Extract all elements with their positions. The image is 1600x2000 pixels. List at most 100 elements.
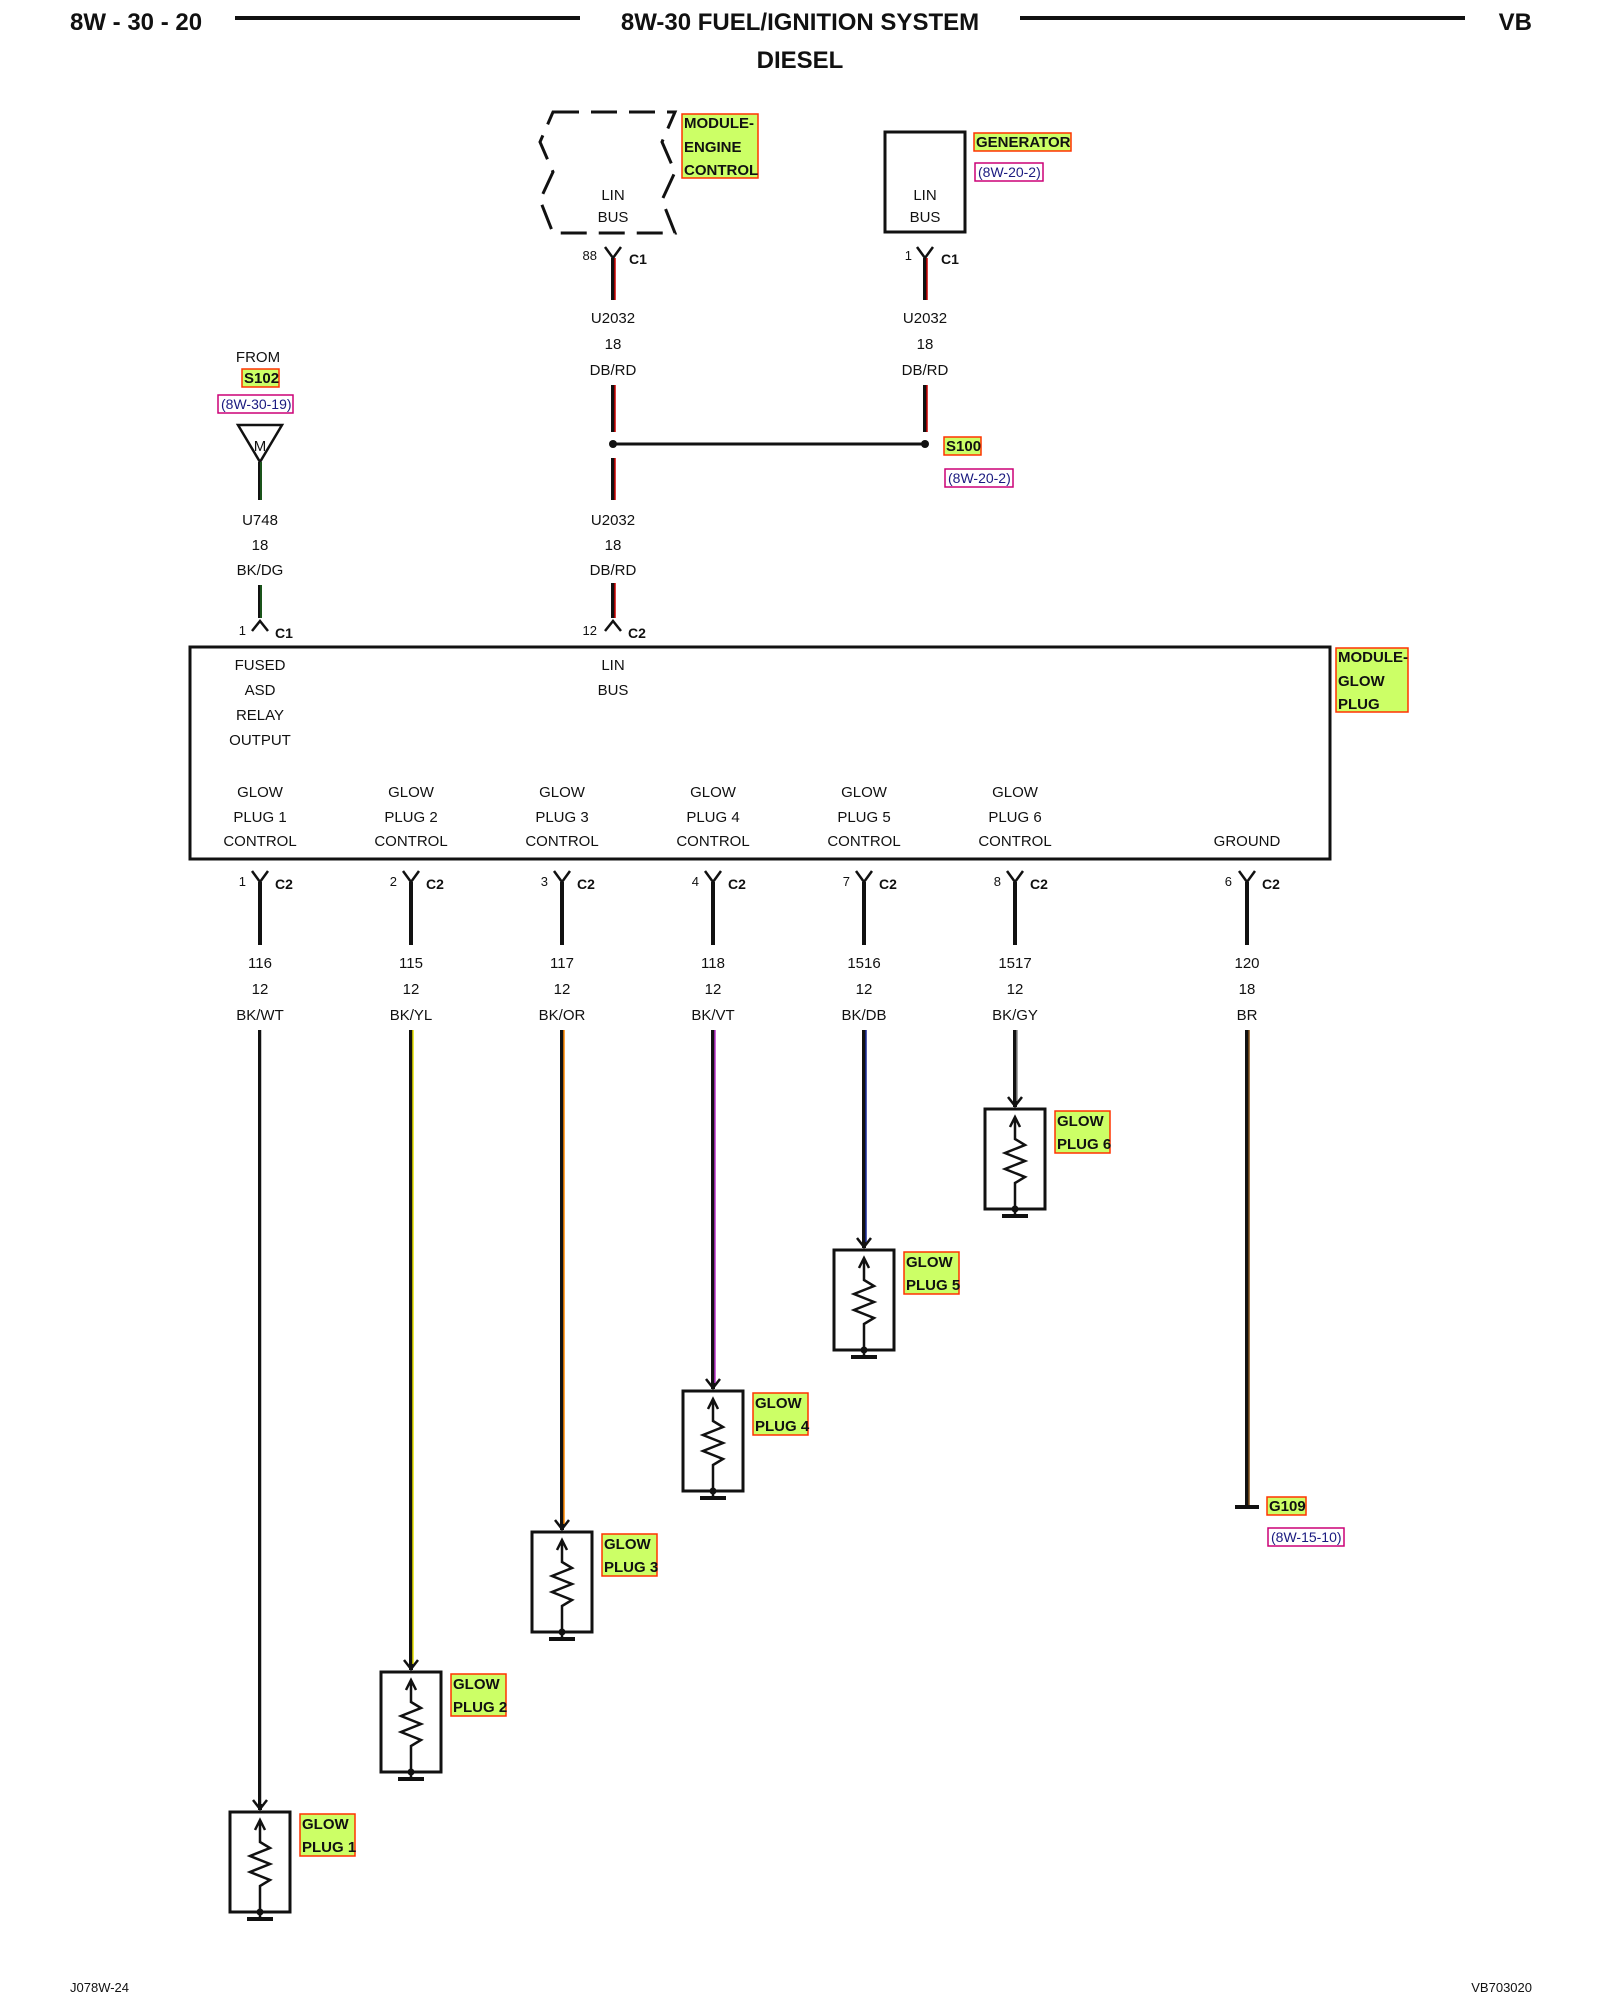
asd-pin: 1 <box>239 623 246 638</box>
glow-module-box <box>188 645 1332 861</box>
plug-6-connector-symbol <box>1007 1096 1023 1109</box>
generator-connector: C1 <box>941 251 959 267</box>
s100-ref: (8W-20-2) <box>948 470 1011 486</box>
ecm-outline <box>538 110 678 235</box>
glow-plug-1-name-line2: PLUG 1 <box>302 1839 356 1856</box>
lin-bus-wiring: S100 (8W-20-2) U2032 18 DB/RD <box>590 258 1014 618</box>
output-2-label-line1: GLOW <box>388 784 435 801</box>
s102-symbol-letter: M <box>254 438 267 455</box>
glow-plug-6-name-line1: GLOW <box>1057 1113 1104 1130</box>
s100-node-right <box>921 440 929 448</box>
generator: LIN BUS GENERATOR (8W-20-2) 1 C1 U2032 1… <box>883 130 1072 379</box>
s100-ref-box <box>944 468 1014 488</box>
output-4-connector-symbol <box>703 870 723 885</box>
ecm-gauge: 18 <box>605 336 622 353</box>
glow-plug-2-name-line2: PLUG 2 <box>453 1699 507 1716</box>
glow-plug-1-name-highlight <box>299 1813 356 1857</box>
page-id: 8W - 30 - 20 <box>70 9 202 36</box>
output-4-label-line2: PLUG 4 <box>686 809 739 826</box>
ecm-wire-color: DB/RD <box>590 362 637 379</box>
output-3-connector-symbol <box>552 870 572 885</box>
generator-connector-symbol <box>915 246 935 261</box>
glow-plug-2-name-line1: GLOW <box>453 1676 500 1693</box>
plug-2-connector-symbol <box>403 1659 419 1672</box>
ground-wire-color: BR <box>1237 1007 1258 1024</box>
glow-plug-4-name-line2: PLUG 4 <box>755 1418 810 1435</box>
g109-ref: (8W-15-10) <box>1271 1529 1342 1545</box>
output-6-label-line3: CONTROL <box>978 833 1051 850</box>
generator-gauge: 18 <box>917 336 934 353</box>
output-3-circuit: 117 <box>550 955 574 972</box>
g109-ref-box <box>1267 1527 1345 1547</box>
asd-connector-symbol <box>251 618 269 632</box>
lin-connector: C2 <box>628 625 646 641</box>
glow-plug-5-name-highlight <box>903 1251 960 1295</box>
ground-label: GROUND <box>1214 833 1281 850</box>
ecm-pin: 88 <box>583 248 597 263</box>
output-5-connector: C2 <box>879 876 897 892</box>
glow-plug-1-name-line1: GLOW <box>302 1816 349 1833</box>
s102-name-highlight <box>241 368 280 388</box>
glow-plug-5-name-line2: PLUG 5 <box>906 1277 960 1294</box>
generator-name-highlight <box>973 132 1072 152</box>
ground-gauge: 18 <box>1239 981 1256 998</box>
generator-ref-box <box>974 162 1044 182</box>
lin-pin: 12 <box>583 623 597 638</box>
output-5-pin: 7 <box>843 874 850 889</box>
output-3-label-line3: CONTROL <box>525 833 598 850</box>
output-6-gauge: 12 <box>1007 981 1024 998</box>
g109-name-highlight <box>1266 1496 1307 1516</box>
lin-input-line2: BUS <box>598 682 629 699</box>
glow-module-name-line3: PLUG <box>1338 696 1380 713</box>
output-5-label-line3: CONTROL <box>827 833 900 850</box>
output-5-label-line1: GLOW <box>841 784 888 801</box>
ecm-circuit: U2032 <box>591 310 635 327</box>
glow-plug-4-element-icon <box>699 1396 727 1491</box>
s100-name-highlight <box>943 436 982 456</box>
output-4-circuit: 118 <box>701 955 725 972</box>
output-1-label-line1: GLOW <box>237 784 284 801</box>
generator-name: GENERATOR <box>976 134 1071 151</box>
s100-node-left <box>609 440 617 448</box>
glow-module-name-line1: MODULE- <box>1338 649 1408 666</box>
output-1-pin: 1 <box>239 874 246 889</box>
output-4-connector: C2 <box>728 876 746 892</box>
asd-circuit: U748 <box>242 512 278 529</box>
output-3-pin: 3 <box>541 874 548 889</box>
glow-module-name-line2: GLOW <box>1338 673 1385 690</box>
glow-plug-3-element-icon <box>548 1537 576 1632</box>
output-4-gauge: 12 <box>705 981 722 998</box>
output-1-circuit: 116 <box>248 955 272 972</box>
ecm-name-line3: CONTROL <box>684 162 758 179</box>
ground-pin: 6 <box>1225 874 1232 889</box>
asd-gauge: 18 <box>252 537 269 554</box>
ecm-name-line1: MODULE- <box>684 115 754 132</box>
lin-input-line1: LIN <box>601 657 624 674</box>
output-1-connector: C2 <box>275 876 293 892</box>
glow-plug-module: MODULE- GLOW PLUG 1 C1 FUSED ASD RELAY O… <box>188 618 1409 861</box>
output-3-label-line1: GLOW <box>539 784 586 801</box>
ecm-bus-line2: BUS <box>598 209 629 226</box>
glow-plug-3-name-highlight <box>601 1533 658 1577</box>
page-header: 8W - 30 - 20 8W-30 FUEL/IGNITION SYSTEM … <box>70 9 1532 74</box>
output-2-gauge: 12 <box>403 981 420 998</box>
output-5-label-line2: PLUG 5 <box>837 809 890 826</box>
generator-bus-line1: LIN <box>913 187 936 204</box>
output-5-gauge: 12 <box>856 981 873 998</box>
output-6-connector: C2 <box>1030 876 1048 892</box>
footer-left: J078W-24 <box>70 1980 129 1995</box>
s102-symbol <box>235 423 285 465</box>
g109-name: G109 <box>1269 1498 1306 1515</box>
ground-circuit-number: 120 <box>1234 955 1259 972</box>
s102-ref-box <box>217 394 294 414</box>
output-6-connector-symbol <box>1005 870 1025 885</box>
ground-connector-symbol <box>1237 870 1257 885</box>
output-4-label-line1: GLOW <box>690 784 737 801</box>
asd-wire-color: BK/DG <box>237 562 284 579</box>
output-1-connector-symbol <box>250 870 270 885</box>
generator-wire-color: DB/RD <box>902 362 949 379</box>
generator-pin: 1 <box>905 248 912 263</box>
output-1-label-line3: CONTROL <box>223 833 296 850</box>
